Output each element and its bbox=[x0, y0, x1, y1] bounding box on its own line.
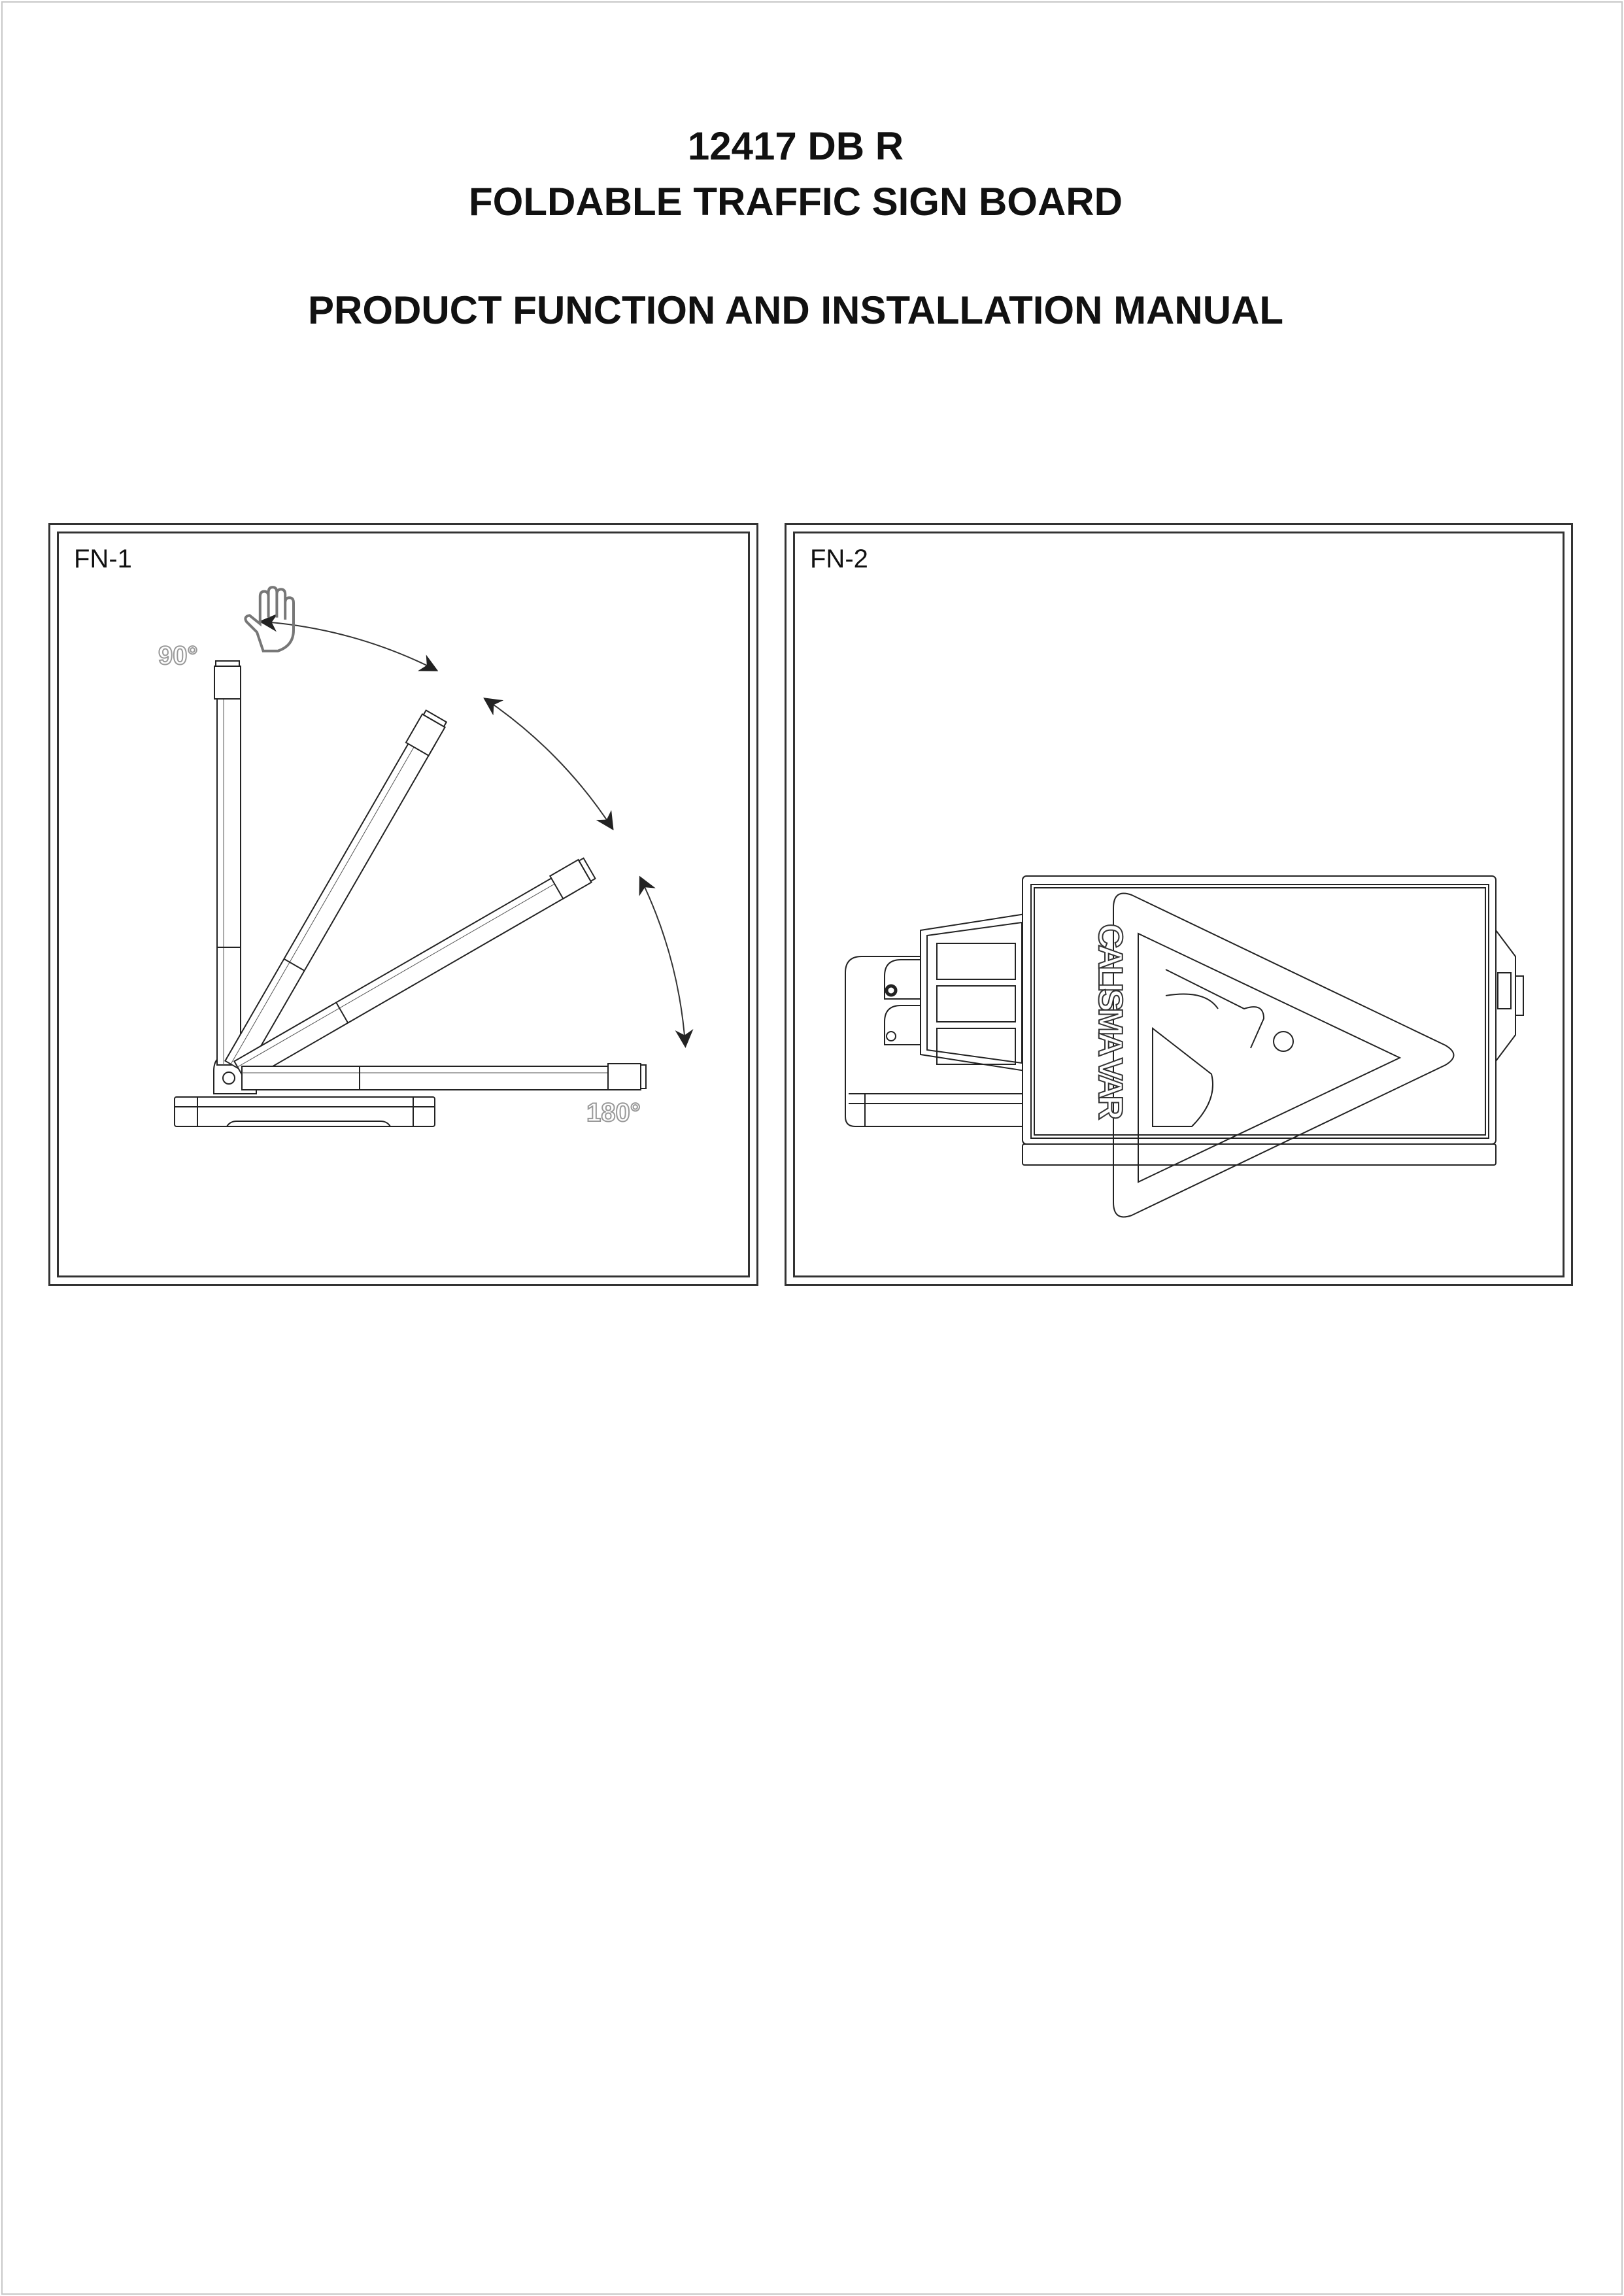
sign-board bbox=[1022, 875, 1524, 1166]
base-plate bbox=[174, 1054, 435, 1127]
folded-sign-illustration: CALISMA VAR bbox=[845, 875, 1524, 1218]
product-name: FOLDABLE TRAFFIC SIGN BOARD bbox=[469, 180, 1123, 224]
hinge-bracket bbox=[884, 913, 1026, 1072]
angle-label-180: 180° bbox=[586, 1098, 641, 1127]
figure-label: FN-2 bbox=[810, 545, 868, 573]
angle-label-90: 90° bbox=[158, 641, 198, 670]
model-number: 12417 DB R bbox=[687, 124, 904, 168]
folding-arm bbox=[241, 1063, 647, 1090]
figure-inner-border bbox=[793, 532, 1565, 1277]
folding-arm-illustration: 90° 180° bbox=[158, 586, 694, 1128]
figure-fn-2: FN-2 bbox=[785, 523, 1573, 1286]
folding-arm bbox=[214, 660, 241, 1066]
hand-icon bbox=[244, 586, 296, 652]
warning-triangle-icon bbox=[1113, 892, 1455, 1218]
figure-fn-1: FN-1 bbox=[48, 523, 758, 1286]
folding-arm bbox=[224, 709, 448, 1074]
manual-title: PRODUCT FUNCTION AND INSTALLATION MANUAL bbox=[307, 288, 1284, 332]
double-arrow-arc-icon bbox=[483, 698, 614, 831]
folding-arm bbox=[233, 857, 596, 1083]
sign-text: CALISMA VAR bbox=[1091, 924, 1129, 1120]
figure-inner-border bbox=[57, 532, 750, 1277]
double-arrow-arc-icon bbox=[639, 875, 694, 1048]
double-arrow-arc-icon bbox=[259, 613, 439, 671]
figure-label: FN-1 bbox=[74, 545, 132, 573]
roadworks-worker-icon bbox=[1152, 969, 1294, 1127]
